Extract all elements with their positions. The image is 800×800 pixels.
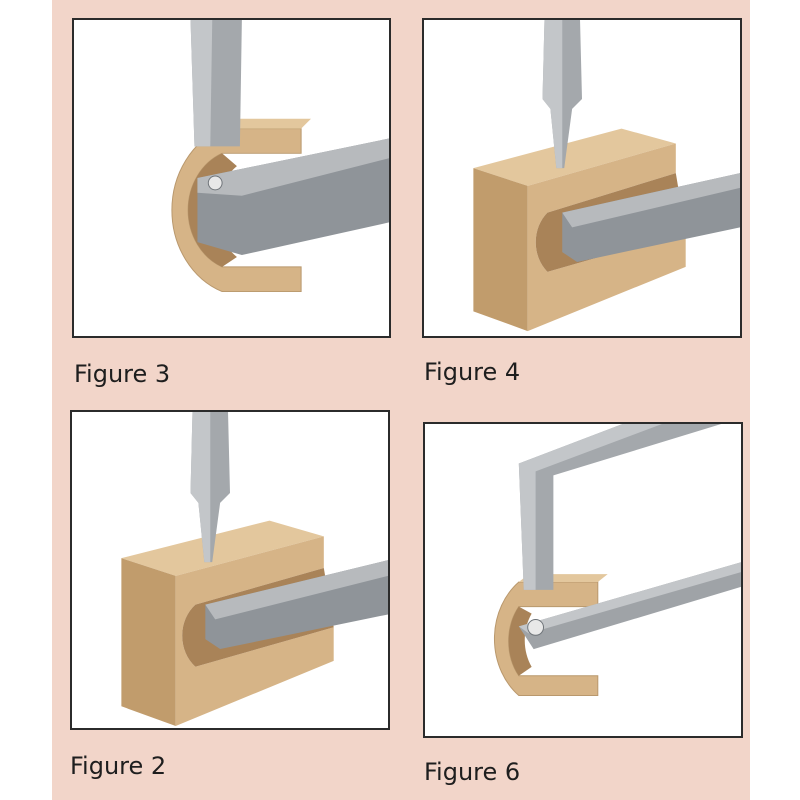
figure-3-illustration xyxy=(171,20,389,293)
figure-6-caption: Figure 6 xyxy=(424,758,521,786)
block-face xyxy=(175,536,334,727)
figure-6-illustration xyxy=(494,424,741,697)
figure-4-panel xyxy=(422,18,742,338)
block-front xyxy=(473,168,528,332)
figure-6-panel xyxy=(423,422,743,738)
block-face xyxy=(527,143,686,332)
figure-2-panel xyxy=(70,410,390,730)
half-ring-inner xyxy=(508,606,532,676)
figure-4-illustration xyxy=(473,20,740,332)
block-top xyxy=(473,128,676,186)
block-top xyxy=(121,520,324,576)
figure-3-panel xyxy=(72,18,391,338)
half-ring-top xyxy=(222,118,311,129)
block-front xyxy=(121,558,176,727)
contact-ball xyxy=(527,619,544,636)
figure-3-caption: Figure 3 xyxy=(74,360,171,388)
contact-ball xyxy=(207,175,223,191)
figure-4-caption: Figure 4 xyxy=(424,358,521,386)
bent-upper-arm xyxy=(518,424,722,590)
figure-2-caption: Figure 2 xyxy=(70,752,167,780)
figure-2-illustration xyxy=(121,412,388,727)
